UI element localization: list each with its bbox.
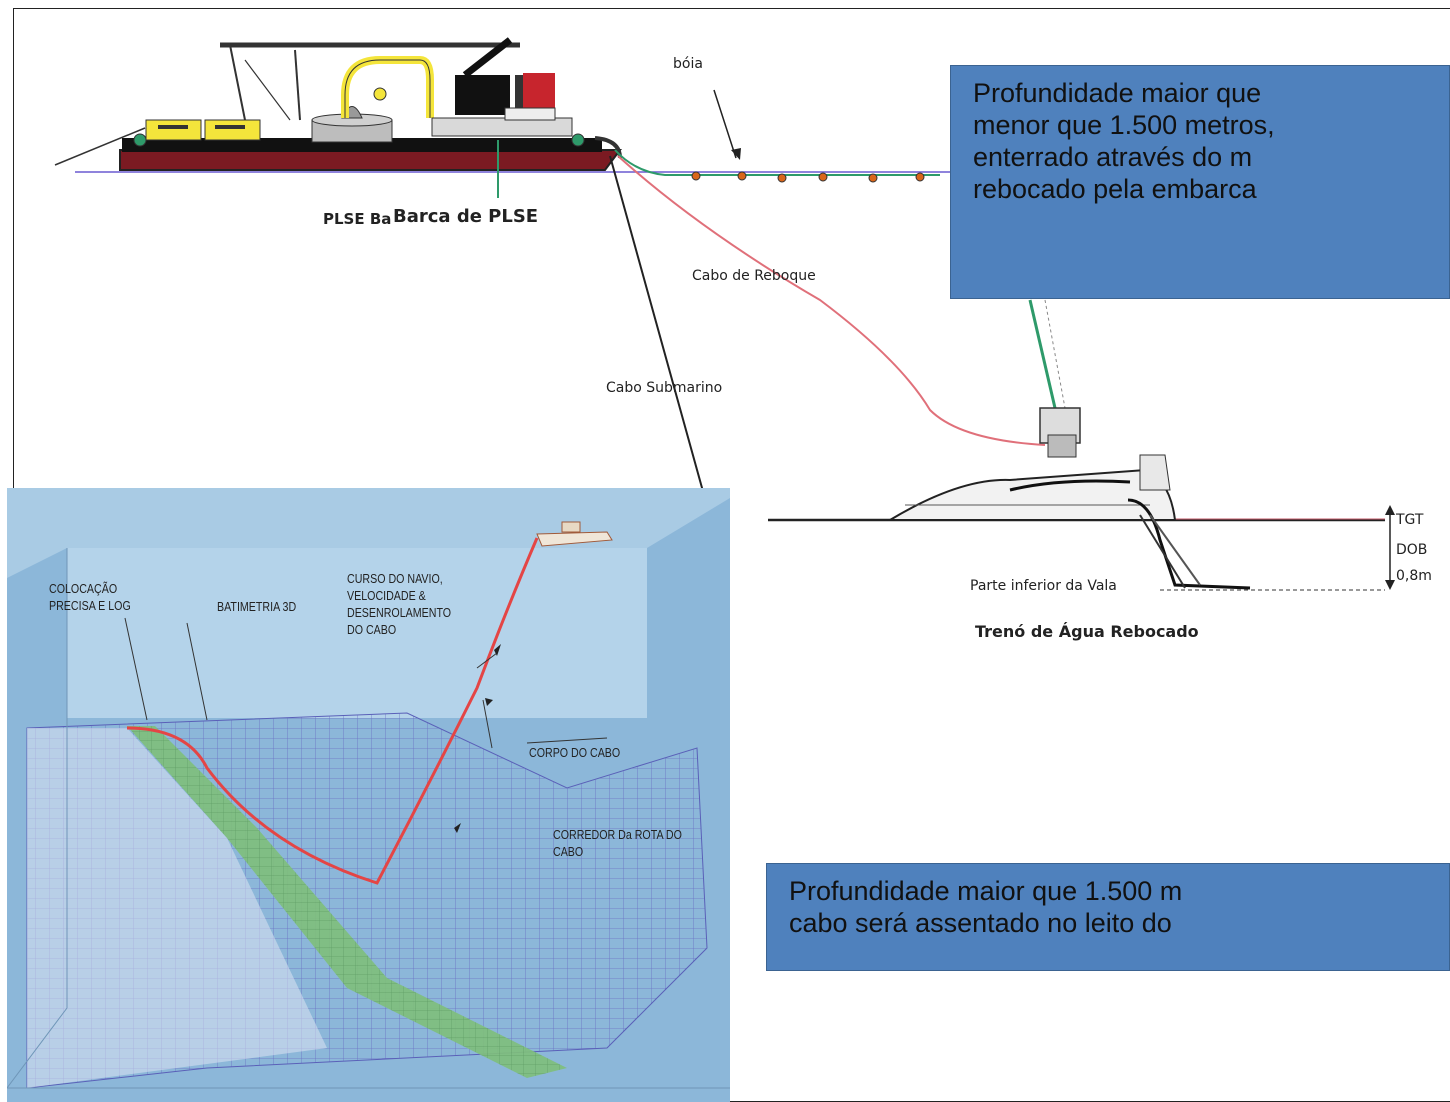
bathymetry-inset: COLOCAÇÃO PRECISA E LOG BATIMETRIA 3D CU… [7,488,730,1102]
buoy-2 [737,171,747,181]
tow-cable-line [617,155,1046,446]
floating-cable-line [614,149,940,176]
submarine-cable-label: Cabo Submarino [606,380,723,396]
buoy-arrow [713,89,737,159]
buoy-4 [818,172,828,182]
barge-label-small: PLSE Ba [323,210,392,228]
deep-depth-callout: Profundidade maior que 1.500 m cabo será… [766,863,1450,971]
bow-line [54,127,146,166]
buoy-5 [868,173,878,183]
buoys [691,171,925,183]
barge-label: Barca de PLSE [393,206,539,227]
inset-cable-body-label: CORPO DO CABO [529,745,621,760]
inset-bathymetry-label: BATIMETRIA 3D [217,599,297,614]
depth-value-label: 0,8m [1396,568,1432,584]
survey-ship [536,531,613,547]
callout-line: menor que 1.500 metros, [973,110,1275,140]
dob-label: DOB [1396,542,1428,558]
sled-umbilical [1028,299,1057,409]
bathymetry-figure [7,488,730,1102]
buoy-1 [691,171,701,181]
sled-label: Trenó de Água Rebocado [975,622,1199,641]
buoy-3 [777,173,787,183]
cable-route-line [126,537,539,885]
buoy-6 [915,172,925,182]
callout-line: Profundidade maior que [973,78,1262,108]
plse-barge [119,37,622,171]
callout-line: cabo será assentado no leito do [789,908,1172,938]
towed-water-sled [886,407,1251,590]
inset-corridor-label: CORREDOR Da ROTA DO CABO [553,827,682,859]
tgt-label: TGT [1396,512,1424,528]
inset-ship-course-label: CURSO DO NAVIO, VELOCIDADE & DESENROLAME… [347,571,452,637]
cable-route-corridor [127,726,567,1078]
inset-placement-label: COLOCAÇÃO PRECISA E LOG [49,581,131,613]
callout-line: rebocado pela embarca [973,174,1257,204]
callout-line: enterrado através do m [973,142,1253,172]
tow-cable-label: Cabo de Reboque [692,268,816,284]
buoy-label: bóia [673,56,703,72]
trench-bottom-label: Parte inferior da Vala [970,578,1117,594]
shallow-depth-callout: Profundidade maior que menor que 1.500 m… [950,65,1450,299]
callout-line: Profundidade maior que 1.500 m [789,876,1183,906]
